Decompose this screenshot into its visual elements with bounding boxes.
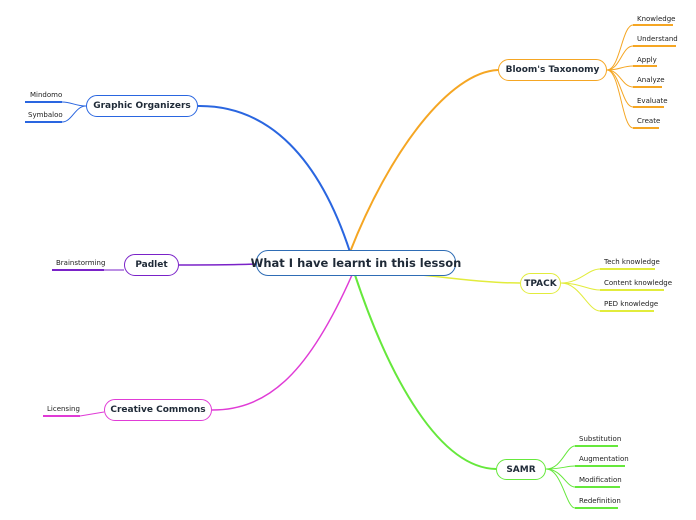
- topic-graphic-label: Graphic Organizers: [93, 101, 191, 111]
- topic-graphic-organizers[interactable]: Graphic Organizers: [86, 95, 198, 117]
- leaf-knowledge[interactable]: Knowledge: [637, 15, 676, 23]
- leaf-substitution[interactable]: Substitution: [579, 435, 622, 443]
- leaf-tech-knowledge[interactable]: Tech knowledge: [604, 258, 660, 266]
- leaf-evaluate[interactable]: Evaluate: [637, 97, 668, 105]
- leaf-ped-knowledge[interactable]: PED knowledge: [604, 300, 659, 308]
- link-padlet: [178, 263, 257, 266]
- topic-tpack[interactable]: TPACK: [520, 273, 561, 294]
- topic-creative-commons[interactable]: Creative Commons: [104, 399, 212, 421]
- link-blooms: [349, 69, 499, 253]
- topic-padlet-label: Padlet: [135, 260, 168, 270]
- topic-creative-label: Creative Commons: [110, 405, 206, 415]
- link-creative: [211, 274, 353, 411]
- leaf-redefinition[interactable]: Redefinition: [579, 497, 621, 505]
- topic-tpack-label: TPACK: [524, 278, 557, 289]
- central-topic-label: What I have learnt in this lesson: [250, 256, 462, 270]
- leaf-mindomo[interactable]: Mindomo: [30, 91, 63, 99]
- leaf-symbaloo[interactable]: Symbaloo: [28, 111, 63, 119]
- topic-padlet[interactable]: Padlet: [124, 254, 179, 276]
- leaf-apply[interactable]: Apply: [637, 56, 657, 64]
- leaf-licensing[interactable]: Licensing: [47, 405, 80, 413]
- leaf-augmentation[interactable]: Augmentation: [579, 455, 629, 463]
- leaf-analyze[interactable]: Analyze: [637, 76, 665, 84]
- topic-blooms-taxonomy[interactable]: Bloom's Taxonomy: [498, 59, 607, 81]
- topic-samr[interactable]: SAMR: [496, 459, 546, 480]
- topic-blooms-label: Bloom's Taxonomy: [505, 65, 600, 75]
- link-graphic: [197, 104, 351, 253]
- leaf-understand[interactable]: Understand: [637, 35, 678, 43]
- leaf-brainstorming[interactable]: Brainstorming: [56, 259, 106, 267]
- link-samr: [354, 274, 497, 470]
- central-topic-node[interactable]: What I have learnt in this lesson: [251, 250, 461, 276]
- leaf-create[interactable]: Create: [637, 117, 661, 125]
- leaf-modification[interactable]: Modification: [579, 476, 622, 484]
- leaf-content-knowledge[interactable]: Content knowledge: [604, 279, 673, 287]
- topic-samr-label: SAMR: [506, 464, 536, 475]
